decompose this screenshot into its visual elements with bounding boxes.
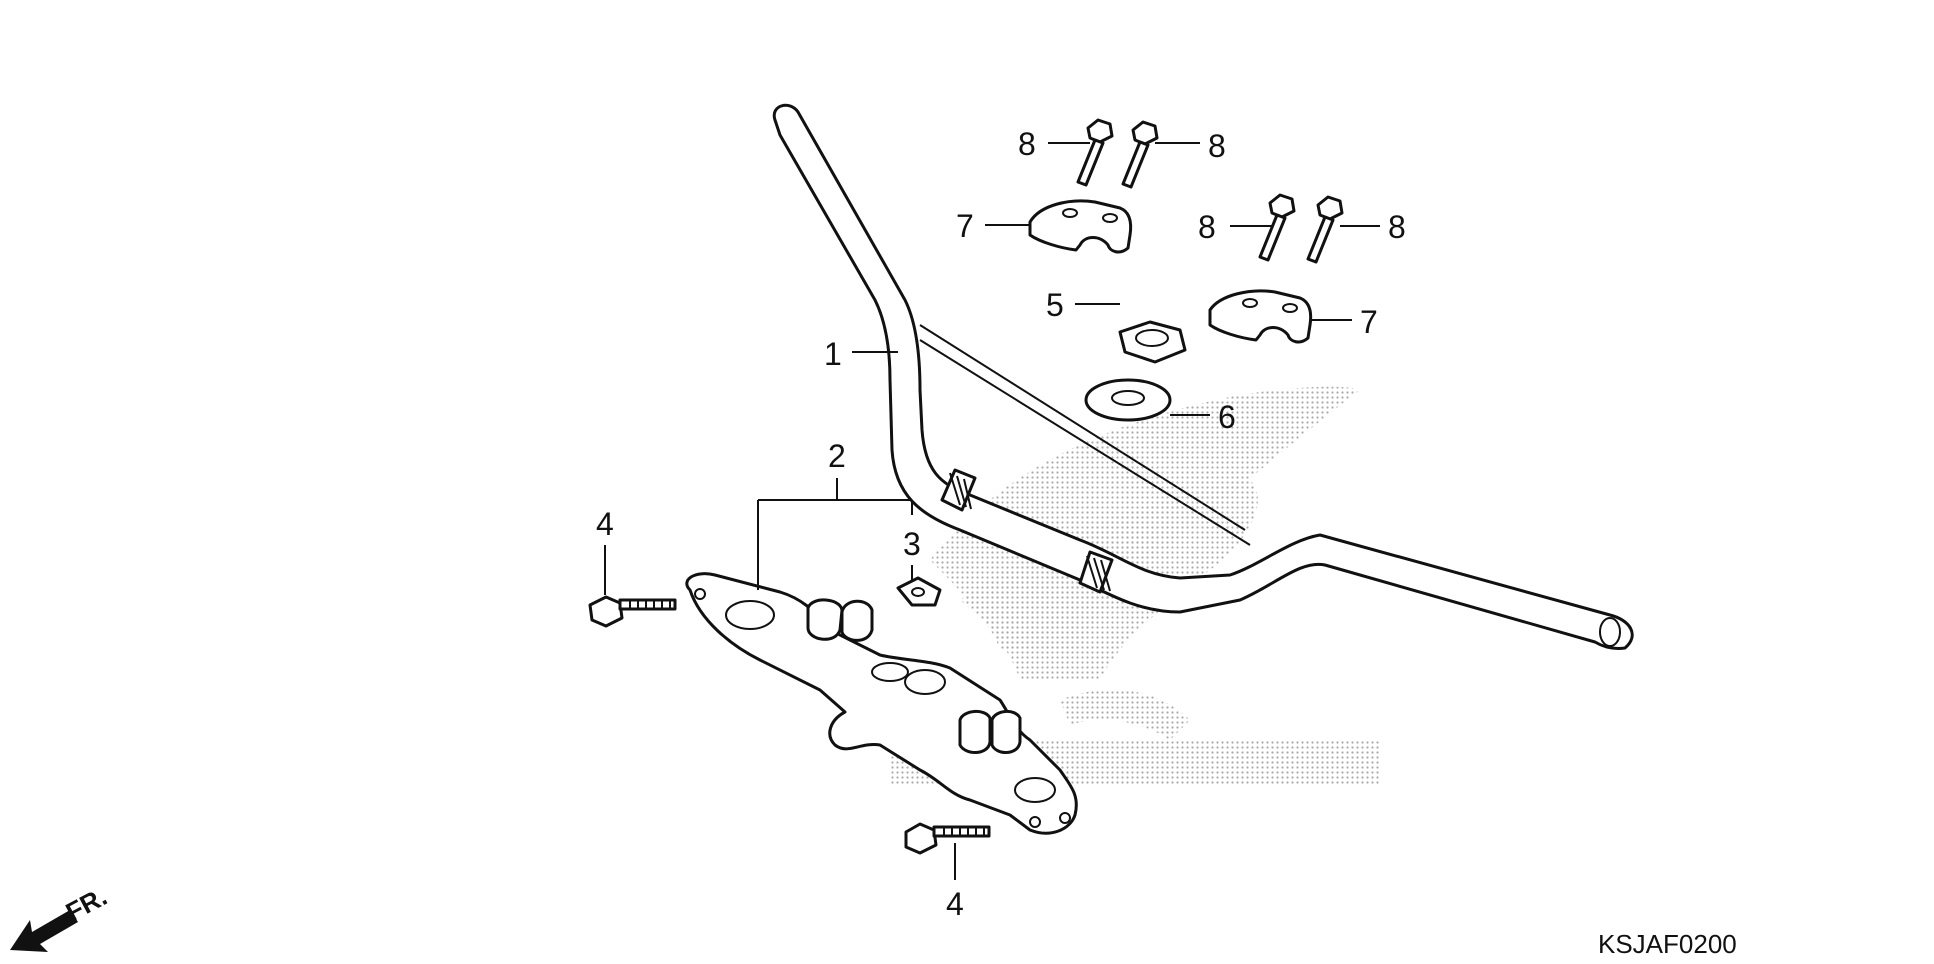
leader-lines — [604, 142, 1380, 880]
callout-8-c: 8 — [1198, 209, 1216, 245]
plate-part-3 — [896, 576, 942, 607]
fork-bridge-part — [685, 572, 1078, 835]
bolt-part-8-a — [1076, 118, 1114, 187]
bolt-part-8-d — [1306, 195, 1344, 264]
diagram-code: KSJAF0200 — [1598, 929, 1737, 959]
callout-8-b: 8 — [1208, 128, 1226, 164]
callout-8-d: 8 — [1388, 209, 1406, 245]
knurled-band-left — [940, 468, 977, 512]
holder-cap-part-7-upper — [1028, 199, 1133, 254]
knurled-band-right — [1078, 550, 1114, 594]
callout-1: 1 — [824, 336, 842, 372]
nut-part-5 — [1118, 320, 1187, 364]
callout-7-lower: 7 — [1360, 304, 1378, 340]
callout-2: 2 — [828, 438, 846, 474]
callout-6: 6 — [1218, 399, 1236, 435]
bolt-part-8-c — [1258, 193, 1296, 262]
callout-7-upper: 7 — [956, 208, 974, 244]
bolt-part-8-b — [1121, 120, 1159, 189]
callout-5: 5 — [1046, 287, 1064, 323]
holder-cap-part-7-lower — [1208, 289, 1313, 344]
washer-part-6 — [1084, 378, 1172, 422]
callout-8-a: 8 — [1018, 126, 1036, 162]
callout-4-upper: 4 — [596, 506, 614, 542]
front-direction-arrow-icon: FR. — [10, 881, 112, 952]
handlebar-part — [772, 103, 1634, 650]
callout-3: 3 — [903, 526, 921, 562]
bolt-part-4-upper — [588, 595, 677, 628]
callout-4-lower: 4 — [946, 886, 964, 922]
bolt-part-4-lower — [904, 822, 991, 855]
